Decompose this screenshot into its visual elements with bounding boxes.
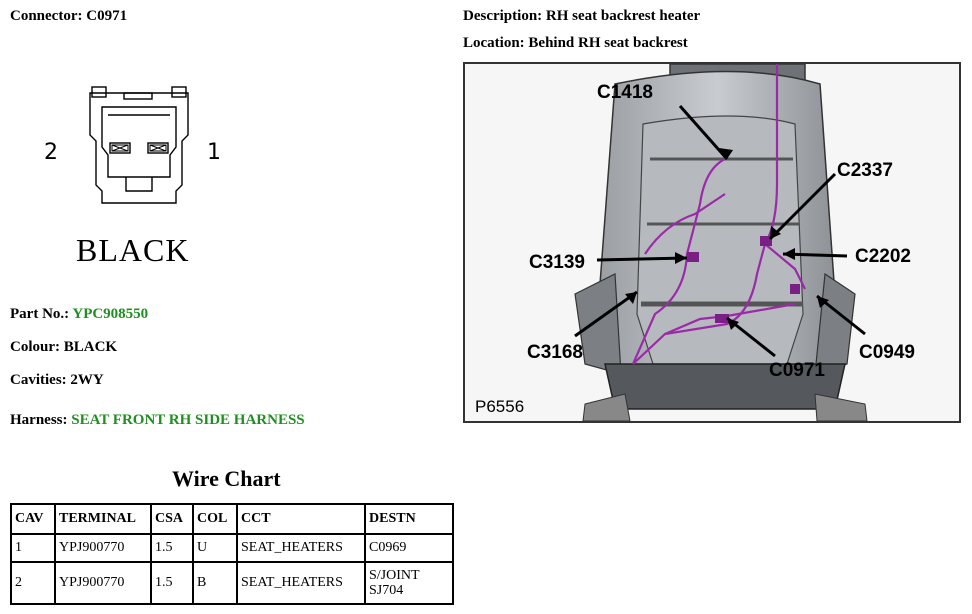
connector-field: Connector: C0971 [10, 8, 127, 25]
table-header-row: CAV TERMINAL CSA COL CCT DESTN [10, 503, 454, 535]
destn-line-2: SJ704 [369, 583, 404, 598]
header-cct: CCT [236, 503, 366, 535]
header-destn: DESTN [364, 503, 454, 535]
cell-cct: SEAT_HEATERS [236, 533, 366, 563]
table-row: 1 YPJ900770 1.5 U SEAT_HEATERS C0969 [10, 533, 454, 563]
cell-col: B [192, 561, 238, 605]
location-label: Location: [463, 35, 525, 51]
callout-c2202: C2202 [855, 246, 911, 267]
pin-label-2: 2 [44, 140, 58, 165]
callout-c0949: C0949 [859, 342, 915, 363]
wire-chart-table: CAV TERMINAL CSA COL CCT DESTN 1 YPJ9007… [10, 503, 454, 605]
cell-cav: 2 [10, 561, 56, 605]
cell-csa: 1.5 [150, 561, 194, 605]
cell-terminal: YPJ900770 [54, 533, 152, 563]
colour-field: Colour: BLACK [10, 339, 117, 356]
connector-label: Connector: [10, 8, 83, 24]
callout-c1418: C1418 [597, 82, 653, 103]
wire-chart-title: Wire Chart [172, 466, 281, 491]
terminal-cavity-2 [111, 144, 129, 152]
cell-cct: SEAT_HEATERS [236, 561, 366, 605]
description-field: Description: RH seat backrest heater [463, 8, 700, 25]
table-row: 2 YPJ900770 1.5 B SEAT_HEATERS S/JOINT S… [10, 561, 454, 605]
seat-illustration: C1418 C2337 C3139 C2202 C3168 C0949 C097… [465, 64, 959, 421]
destn-line-1: S/JOINT [369, 568, 420, 583]
destn-line-1: C0969 [369, 540, 407, 555]
terminal-cavity-1 [149, 144, 167, 152]
description-label: Description: [463, 8, 543, 24]
callout-c2337: C2337 [837, 160, 893, 181]
pin-label-1: 1 [207, 140, 221, 165]
callout-c3168: C3168 [527, 342, 583, 363]
colour-value: BLACK [63, 339, 118, 355]
description-value: RH seat backrest heater [545, 8, 701, 24]
connector-face-diagram [89, 86, 189, 204]
location-photo: C1418 C2337 C3139 C2202 C3168 C0949 C097… [463, 62, 961, 423]
header-cav: CAV [10, 503, 56, 535]
connector-colour-text: BLACK [76, 232, 190, 268]
cavities-field: Cavities: 2WY [10, 372, 104, 389]
callout-c0971: C0971 [769, 360, 825, 381]
harness-field: Harness: SEAT FRONT RH SIDE HARNESS [10, 412, 305, 429]
cavities-label: Cavities: [10, 372, 67, 388]
part-number-link[interactable]: YPC908550 [72, 306, 149, 322]
part-number-field: Part No.: YPC908550 [10, 306, 148, 323]
header-terminal: TERMINAL [54, 503, 152, 535]
cell-csa: 1.5 [150, 533, 194, 563]
cell-destn: C0969 [364, 533, 454, 563]
harness-label: Harness: [10, 412, 68, 428]
colour-label: Colour: [10, 339, 60, 355]
cell-cav: 1 [10, 533, 56, 563]
part-number-label: Part No.: [10, 306, 70, 322]
cavities-value: 2WY [70, 372, 104, 388]
connector-value: C0971 [86, 8, 128, 24]
location-value: Behind RH seat backrest [528, 35, 688, 51]
cell-terminal: YPJ900770 [54, 561, 152, 605]
location-field: Location: Behind RH seat backrest [463, 35, 688, 52]
cell-destn: S/JOINT SJ704 [364, 561, 454, 605]
header-csa: CSA [150, 503, 194, 535]
harness-link[interactable]: SEAT FRONT RH SIDE HARNESS [71, 412, 305, 428]
cell-col: U [192, 533, 238, 563]
header-col: COL [192, 503, 238, 535]
callout-c3139: C3139 [529, 252, 585, 273]
figure-reference: P6556 [475, 397, 524, 416]
